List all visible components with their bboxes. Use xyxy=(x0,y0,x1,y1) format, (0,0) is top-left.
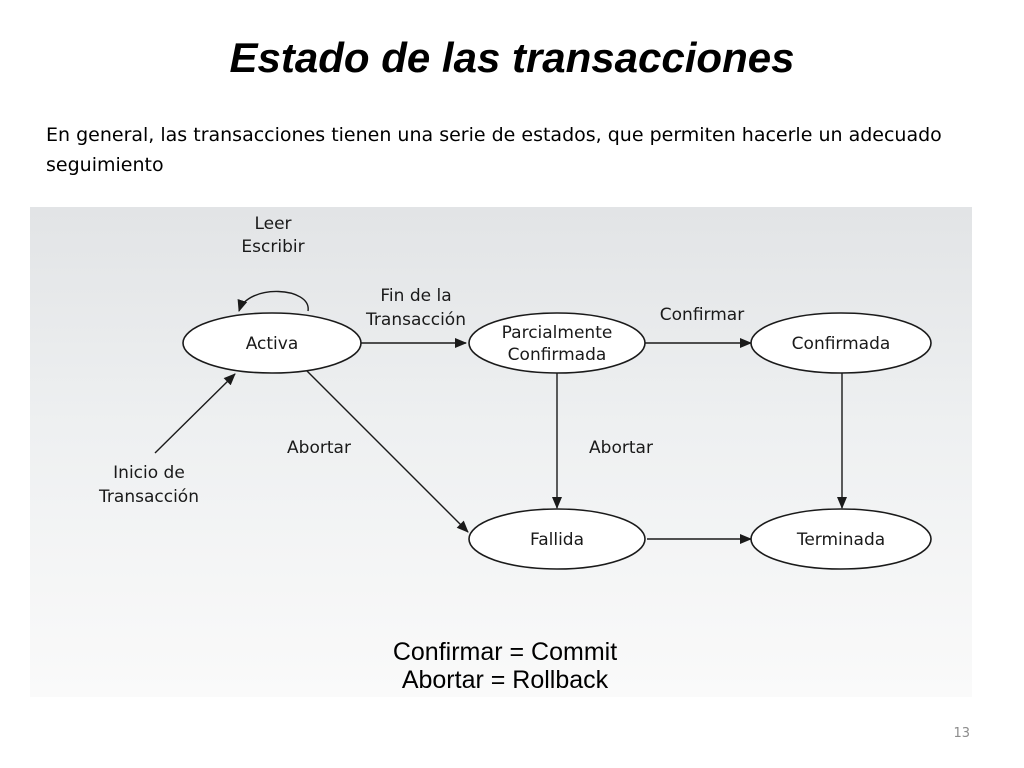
legend-confirmar-commit: Confirmar = Commit xyxy=(393,638,617,666)
page-number: 13 xyxy=(953,726,970,741)
edge-inicio-to-activa xyxy=(154,373,236,454)
slide-title: Estado de las transacciones xyxy=(229,34,795,81)
state-diagram-canvas: Activa Parcialmente Confirmada Confirmad… xyxy=(98,214,932,694)
label-escribir: Escribir xyxy=(241,237,304,257)
label-transaccion-fin: Transacción xyxy=(365,310,466,330)
label-abortar-activa: Abortar xyxy=(287,438,351,458)
edge-leer-escribir-loop xyxy=(237,290,309,312)
node-parcialmente-label-line1: Parcialmente xyxy=(502,323,613,343)
node-fallida-label: Fallida xyxy=(530,530,584,550)
node-parcialmente-label-line2: Confirmada xyxy=(508,345,607,365)
node-fallida xyxy=(468,508,646,570)
legend-abortar-rollback: Abortar = Rollback xyxy=(402,666,609,694)
label-confirmar: Confirmar xyxy=(660,305,744,325)
label-inicio-de: Inicio de xyxy=(113,463,185,483)
edge-activa-to-fallida xyxy=(305,369,469,533)
node-activa xyxy=(182,312,362,374)
node-confirmada-label: Confirmada xyxy=(792,334,891,354)
node-parcialmente-confirmada xyxy=(468,312,646,374)
label-abortar-parcial: Abortar xyxy=(589,438,653,458)
node-terminada xyxy=(750,508,932,570)
slide-body-text: En general, las transacciones tienen una… xyxy=(46,124,942,176)
node-confirmada xyxy=(750,312,932,374)
label-transaccion-inicio: Transacción xyxy=(98,487,199,507)
node-terminada-label: Terminada xyxy=(796,530,885,550)
label-leer: Leer xyxy=(254,214,291,234)
state-diagram: Activa Parcialmente Confirmada Confirmad… xyxy=(30,207,972,697)
label-fin-de-la: Fin de la xyxy=(380,286,451,306)
node-activa-label: Activa xyxy=(246,334,299,354)
